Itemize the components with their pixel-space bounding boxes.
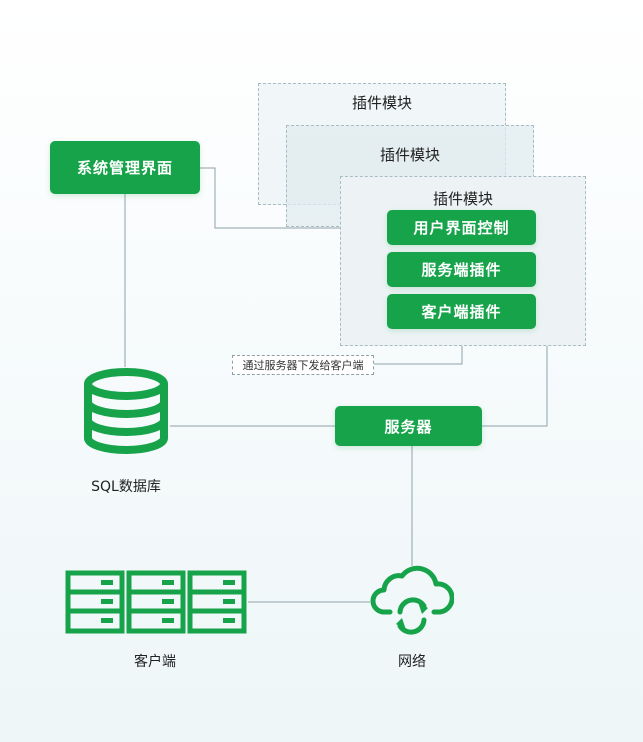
plugin-item-server-plugin[interactable]: 服务端插件: [387, 252, 536, 287]
server-rack-icon: [65, 570, 247, 634]
cloud-sync-icon: [370, 565, 454, 635]
database-label: SQL数据库: [91, 479, 161, 495]
plugin-module-title: 插件模块: [379, 146, 440, 164]
server-node[interactable]: 服务器: [335, 406, 482, 446]
clients-label: 客户端: [134, 654, 176, 670]
plugin-module-title: 插件模块: [351, 94, 412, 112]
database-icon: [84, 368, 168, 454]
plugin-module-title: 插件模块: [432, 190, 493, 208]
network-label: 网络: [398, 654, 426, 670]
admin-ui-node[interactable]: 系统管理界面: [50, 141, 200, 194]
plugin-item-client-plugin[interactable]: 客户端插件: [387, 294, 536, 329]
plugin-item-ui-control[interactable]: 用户界面控制: [387, 210, 536, 245]
distribution-note: 通过服务器下发给客户端: [232, 355, 374, 375]
